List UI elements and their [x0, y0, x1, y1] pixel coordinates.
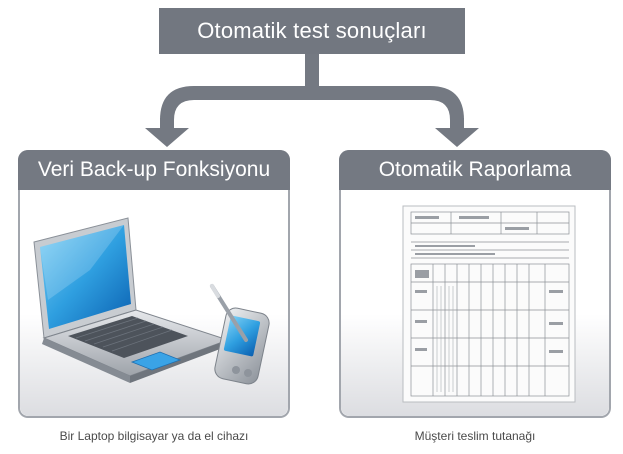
connector-stem — [305, 54, 319, 88]
laptop-icon — [33, 217, 230, 383]
pda-icon — [210, 284, 270, 385]
diagram-title: Otomatik test sonuçları — [159, 8, 465, 54]
right-arrow-head — [435, 128, 479, 147]
connector-branch — [160, 86, 464, 120]
laptop-and-pda-illustration — [33, 217, 270, 385]
left-arrow-head — [145, 128, 189, 147]
backup-panel: Veri Back-up Fonksiyonu — [18, 150, 290, 418]
right-arrow-shaft — [450, 118, 464, 130]
reporting-panel-body — [341, 190, 609, 416]
reporting-caption: Müşteri teslim tutanağı — [414, 429, 536, 443]
reporting-panel: Otomatik Raporlama — [339, 150, 611, 418]
left-arrow-shaft — [160, 118, 174, 130]
backup-caption: Bir Laptop bilgisayar ya da el cihazı — [59, 429, 249, 443]
reporting-panel-heading: Otomatik Raporlama — [339, 150, 611, 190]
backup-panel-heading: Veri Back-up Fonksiyonu — [18, 150, 290, 190]
report-document-scan — [402, 205, 576, 403]
backup-panel-body — [20, 190, 288, 416]
